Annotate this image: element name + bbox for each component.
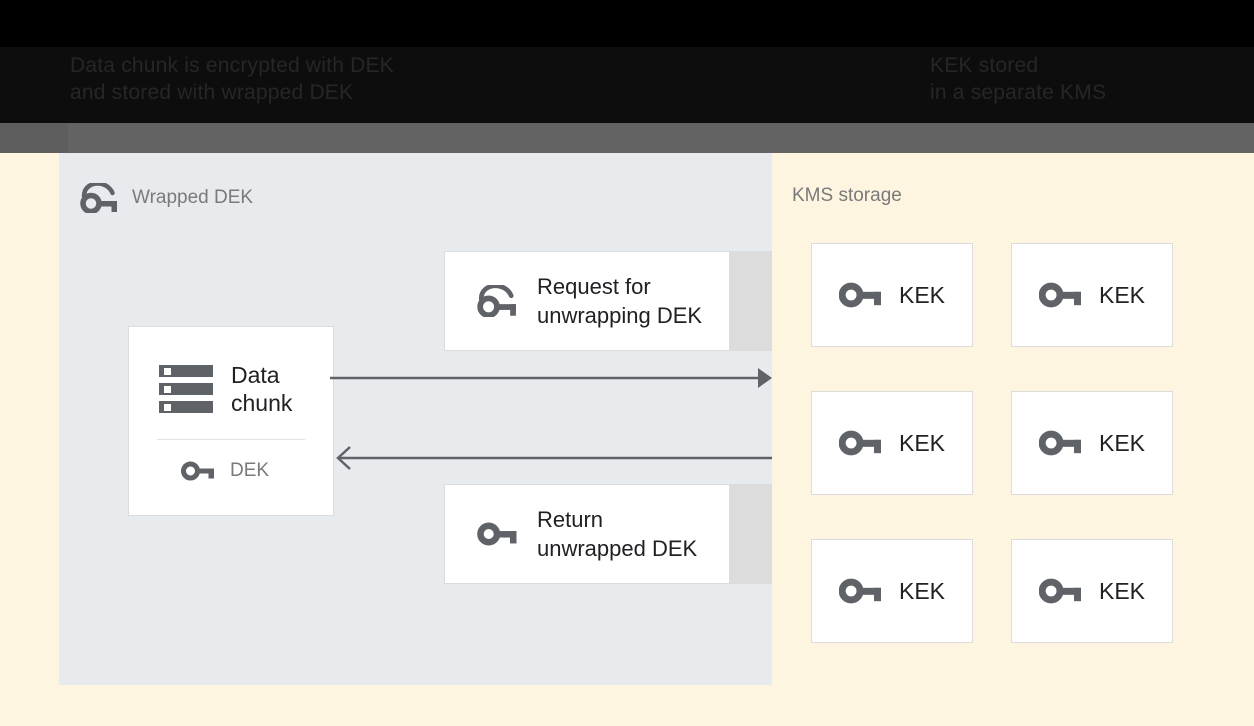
key-icon <box>838 429 881 457</box>
dek-row: DEK <box>129 460 333 482</box>
request-arrow <box>330 368 772 388</box>
key-icon <box>838 577 881 605</box>
kek-card[interactable]: KEK <box>1011 539 1173 643</box>
key-icon <box>1038 281 1081 309</box>
caption-right: KEK stored in a separate KMS <box>930 54 1107 104</box>
kms-storage-panel-title: KMS storage <box>792 185 902 206</box>
wrapped-key-icon <box>80 181 118 215</box>
kek-label: KEK <box>898 281 946 308</box>
key-icon <box>838 281 881 309</box>
key-icon <box>477 521 517 547</box>
data-chunk-row: Data chunk <box>129 361 333 417</box>
request-unwrap-label: Request for unwrapping DEK <box>537 274 703 328</box>
request-card-strip <box>730 251 772 351</box>
key-icon <box>1038 429 1081 457</box>
wrapped-dek-panel-header: Wrapped DEK <box>80 181 254 215</box>
kek-card[interactable]: KEK <box>1011 243 1173 347</box>
dek-label: DEK <box>230 459 270 481</box>
wrapped-key-icon <box>477 283 517 319</box>
kek-label: KEK <box>1098 429 1146 456</box>
data-chunk-card[interactable]: Data chunk DEK <box>128 326 334 516</box>
return-card-strip <box>730 484 772 584</box>
kek-card[interactable]: KEK <box>811 243 973 347</box>
data-chunk-label: Data chunk <box>231 361 293 416</box>
wrapped-dek-panel-title: Wrapped DEK <box>132 187 254 208</box>
return-unwrapped-card[interactable]: Return unwrapped DEK <box>444 484 730 584</box>
secondary-gray-band-left <box>0 123 68 153</box>
kek-card[interactable]: KEK <box>1011 391 1173 495</box>
kek-label: KEK <box>898 429 946 456</box>
kek-card[interactable]: KEK <box>811 539 973 643</box>
kms-storage-panel-header: KMS storage <box>792 185 902 207</box>
secondary-gray-band <box>0 123 1254 153</box>
return-unwrapped-label: Return unwrapped DEK <box>537 507 698 561</box>
card-divider <box>157 438 305 440</box>
kek-card[interactable]: KEK <box>811 391 973 495</box>
kek-label: KEK <box>1098 577 1146 604</box>
key-icon <box>181 460 214 482</box>
key-icon <box>1038 577 1081 605</box>
response-arrow <box>336 446 772 470</box>
caption-left: Data chunk is encrypted with DEK and sto… <box>70 54 394 104</box>
storage-icon <box>159 364 213 413</box>
kek-label: KEK <box>1098 281 1146 308</box>
request-unwrap-card[interactable]: Request for unwrapping DEK <box>444 251 730 351</box>
caption-band <box>0 47 1254 123</box>
kek-label: KEK <box>898 577 946 604</box>
